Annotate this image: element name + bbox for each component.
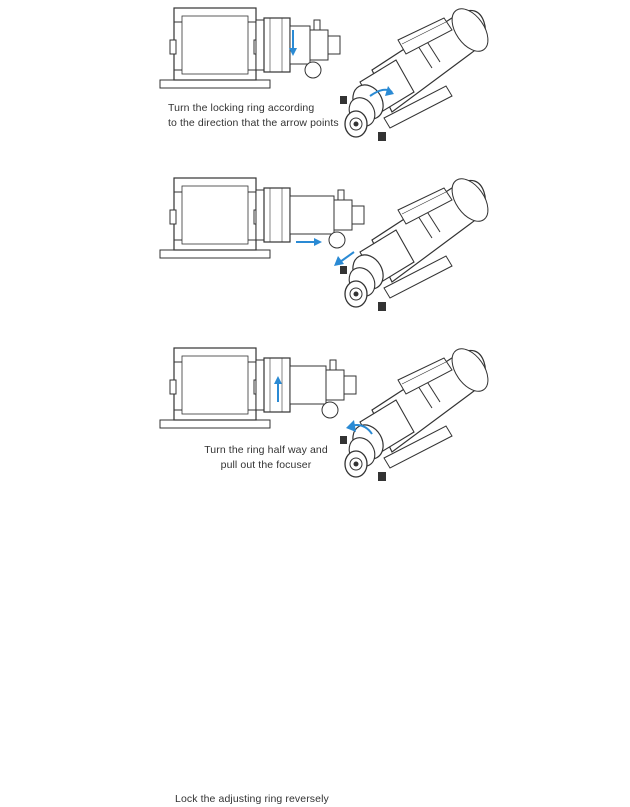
step-2-caption: Turn the ring half way and pull out the … xyxy=(196,443,336,473)
telescope-side-view-icon xyxy=(159,7,341,89)
step-3: Lock the adjusting ring reversely xyxy=(0,340,630,805)
step-2: Turn the ring half way and pull out the … xyxy=(0,170,630,471)
caption-line: pull out the focuser xyxy=(220,459,312,471)
caption-line: Turn the locking ring according xyxy=(168,102,315,114)
telescope-perspective-view-icon xyxy=(339,341,496,482)
caption-line: Lock the adjusting ring reversely xyxy=(175,793,329,805)
telescope-side-view-icon xyxy=(159,177,365,259)
telescope-perspective-view-icon xyxy=(339,1,496,142)
step-1: Turn the locking ring according to the d… xyxy=(0,0,630,160)
step-3-caption: Lock the adjusting ring reversely xyxy=(175,792,375,807)
caption-line: to the direction that the arrow points xyxy=(168,117,339,129)
step-1-caption: Turn the locking ring according to the d… xyxy=(168,101,378,131)
telescope-perspective-view-icon xyxy=(334,171,496,312)
telescope-side-view-icon xyxy=(159,347,357,429)
caption-line: Turn the ring half way and xyxy=(204,444,328,456)
